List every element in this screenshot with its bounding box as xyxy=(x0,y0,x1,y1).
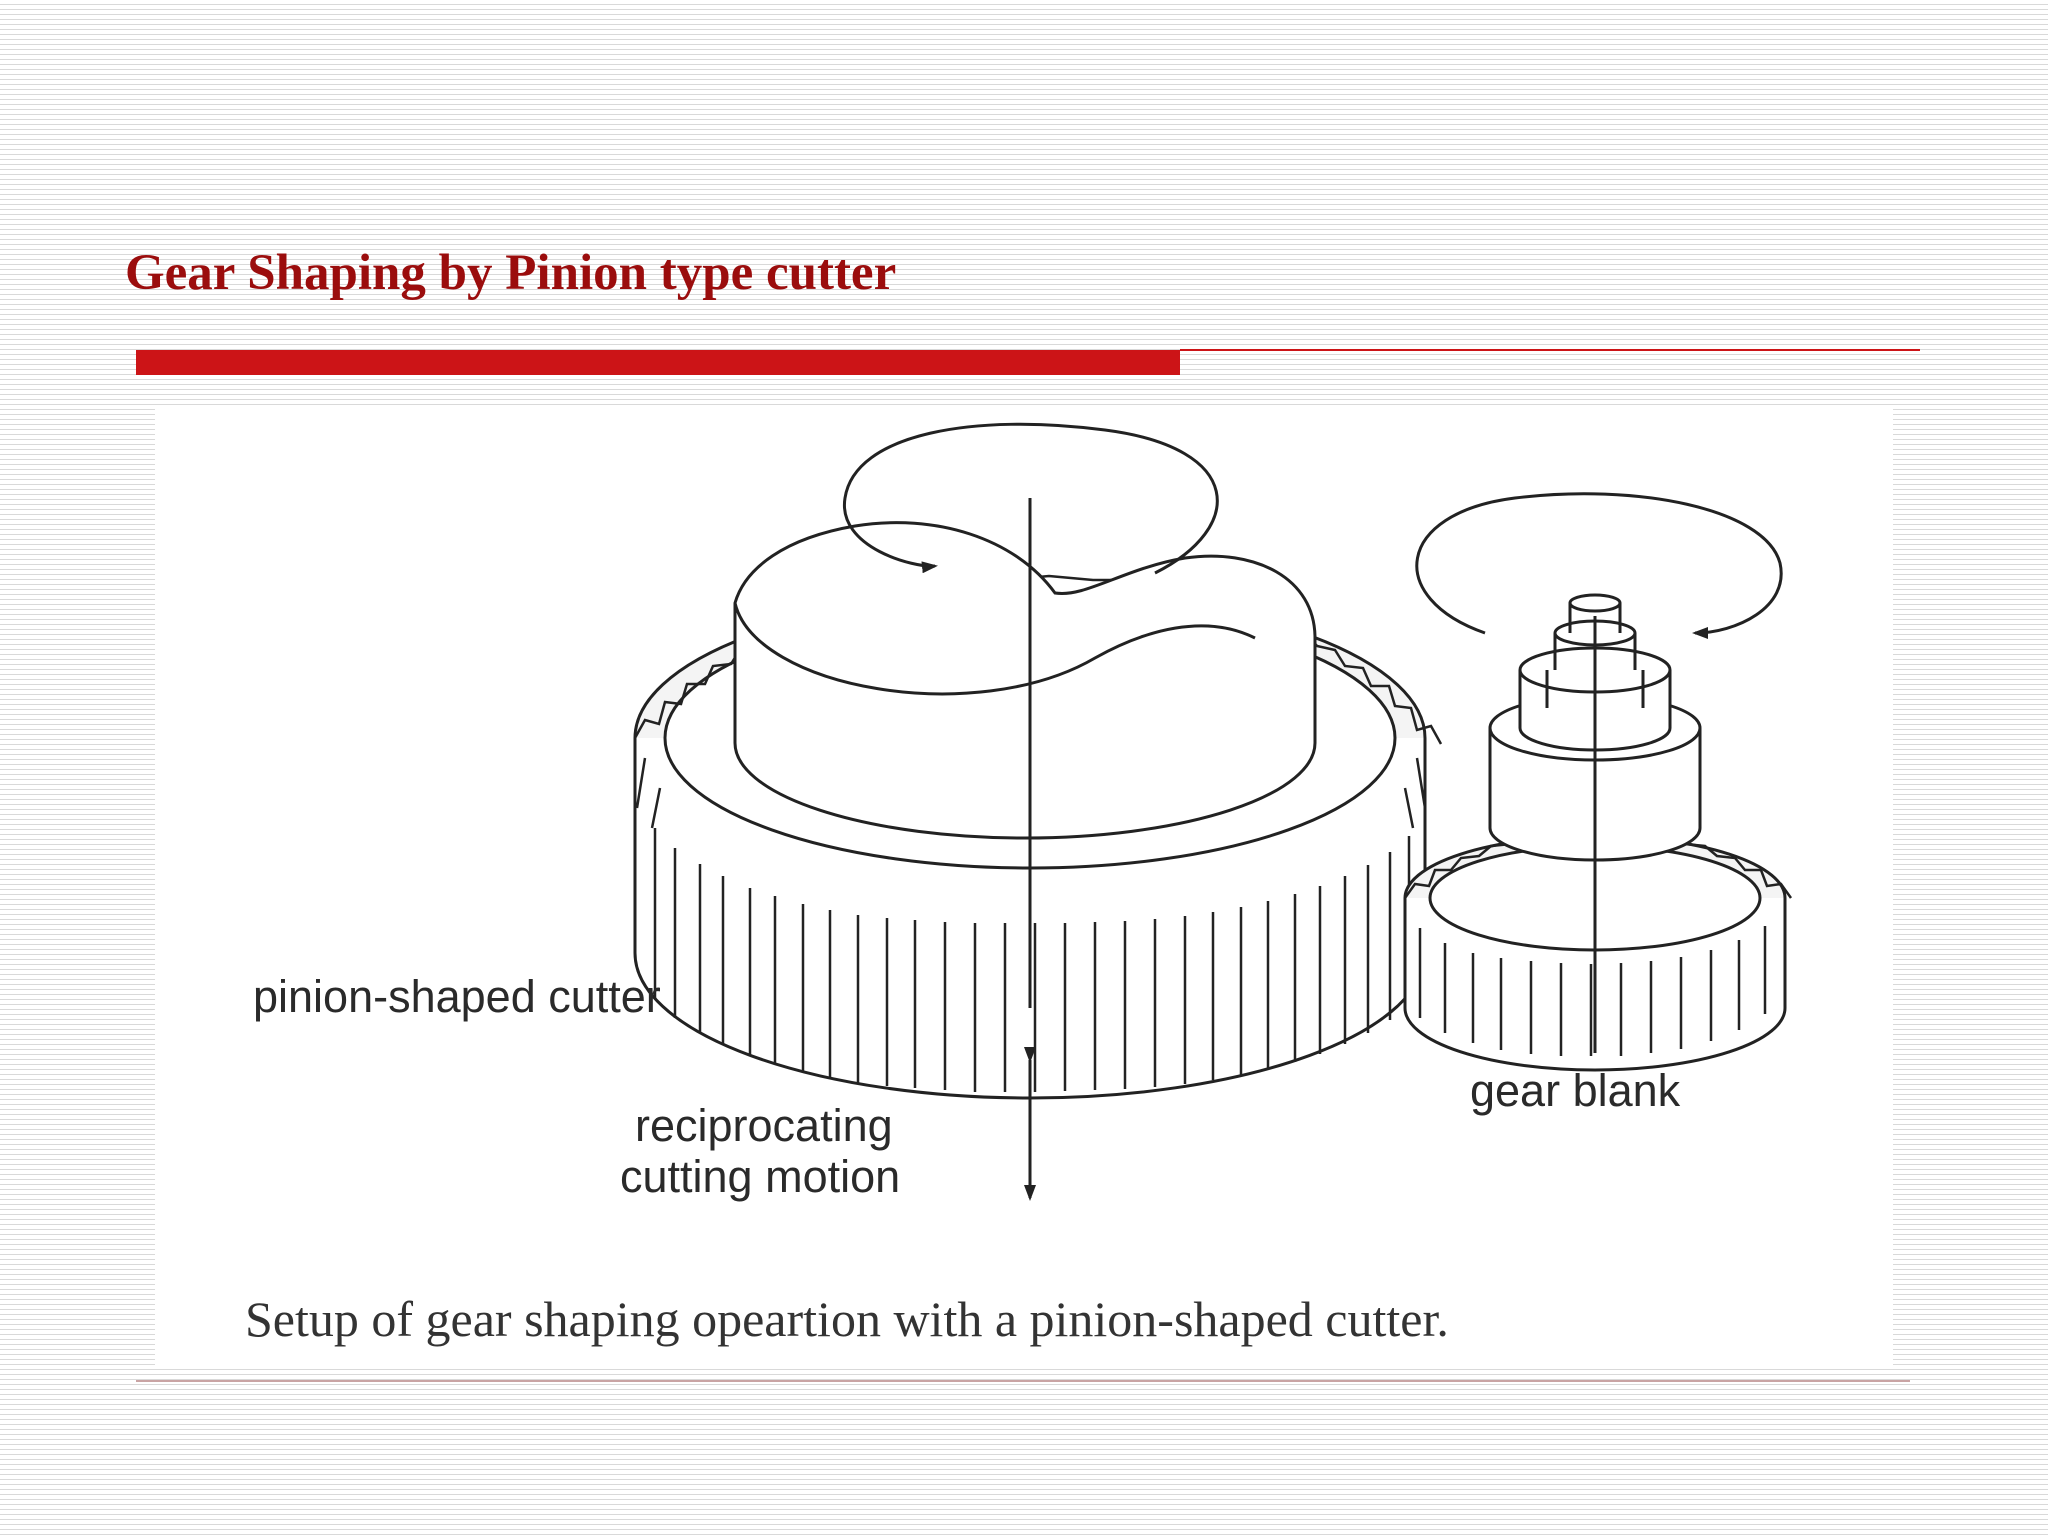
slide-title: Gear Shaping by Pinion type cutter xyxy=(125,245,897,301)
cutter-hub xyxy=(733,521,1317,840)
label-cutting-motion: cutting motion xyxy=(620,1151,901,1202)
label-pinion-shaped-cutter: pinion-shaped cutter xyxy=(253,971,661,1022)
label-reciprocating: reciprocating xyxy=(635,1100,893,1151)
title-underline-thin xyxy=(1180,349,1920,351)
figure-caption: Setup of gear shaping opeartion with a p… xyxy=(245,1291,1449,1347)
bottom-divider xyxy=(136,1380,1910,1382)
gear-blank-rotation-arrow xyxy=(1415,492,1783,639)
label-gear-blank: gear blank xyxy=(1470,1065,1681,1116)
title-underline-thick xyxy=(136,350,1180,375)
cutter-teeth xyxy=(635,757,1427,1092)
cutter-rotation-arrow xyxy=(843,422,1219,575)
gear-shaping-illustration xyxy=(633,422,1793,1201)
gear-shaping-figure: pinion-shaped cutter reciprocating cutti… xyxy=(155,408,1893,1368)
